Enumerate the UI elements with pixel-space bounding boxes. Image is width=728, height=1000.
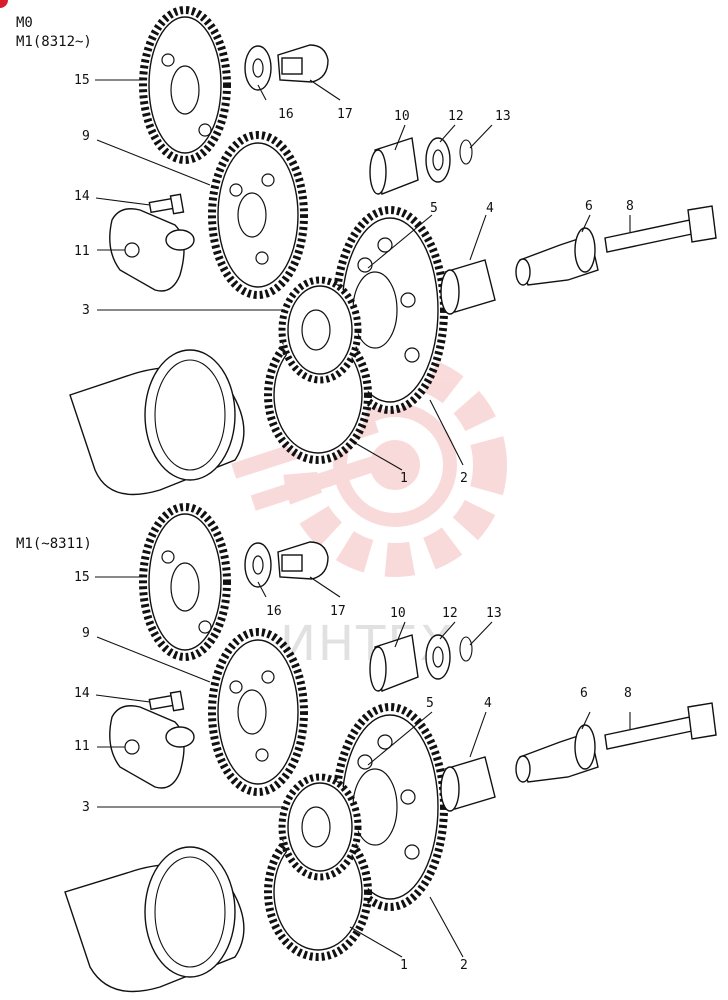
callout-bottom-10: 10 — [390, 606, 406, 621]
callout-top-10: 10 — [394, 109, 410, 124]
callout-bottom-12: 12 — [442, 606, 458, 621]
callout-top-12: 12 — [448, 109, 464, 124]
corner-badge — [0, 0, 8, 8]
callout-top-2: 2 — [460, 471, 468, 486]
bolt-8 — [604, 219, 693, 253]
callout-bottom-5: 5 — [426, 696, 434, 711]
callout-bottom-8: 8 — [624, 686, 632, 701]
callout-top-14: 14 — [74, 189, 90, 204]
bottom-assembly: 15 16 17 9 10 12 13 14 11 5 4 6 8 3 1 2 — [64, 503, 717, 993]
callout-bottom-15: 15 — [74, 570, 90, 585]
callout-bottom-1: 1 — [400, 958, 408, 973]
callout-top-6: 6 — [585, 199, 593, 214]
callout-top-3: 3 — [82, 303, 90, 318]
callout-top-1: 1 — [400, 471, 408, 486]
callout-top-5: 5 — [430, 201, 438, 216]
callout-bottom-9: 9 — [82, 626, 90, 641]
callout-bottom-3: 3 — [82, 800, 90, 815]
callout-top-15: 15 — [74, 73, 90, 88]
header-bottom: M1(~8311) — [16, 536, 92, 552]
callout-bottom-16: 16 — [266, 604, 282, 619]
callout-bottom-14: 14 — [74, 686, 90, 701]
callout-top-13: 13 — [495, 109, 511, 124]
ring-13 — [459, 139, 473, 165]
callout-top-4: 4 — [486, 201, 494, 216]
callout-bottom-6: 6 — [580, 686, 588, 701]
watermark-text: ИНТЕХ — [280, 616, 455, 672]
plate-11 — [109, 208, 185, 292]
callout-top-8: 8 — [626, 199, 634, 214]
callout-top-16: 16 — [278, 107, 294, 122]
header-top-line2: M1(8312~) — [16, 34, 92, 50]
callout-bottom-4: 4 — [484, 696, 492, 711]
header-top-line1: M0 — [16, 15, 33, 31]
callout-bottom-17: 17 — [330, 604, 346, 619]
callout-top-9: 9 — [82, 129, 90, 144]
top-labels: 15 16 17 9 10 12 13 14 11 5 4 6 8 3 1 2 — [74, 73, 634, 486]
top-assembly — [69, 6, 717, 496]
callout-bottom-11: 11 — [74, 739, 90, 754]
top-leader-lines — [95, 79, 631, 471]
callout-top-11: 11 — [74, 244, 90, 259]
callout-bottom-13: 13 — [486, 606, 502, 621]
callout-bottom-2: 2 — [460, 958, 468, 973]
callout-top-17: 17 — [337, 107, 353, 122]
